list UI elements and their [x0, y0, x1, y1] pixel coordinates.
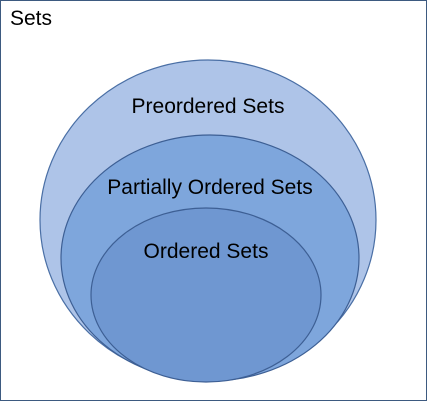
- partially-ordered-sets-label: Partially Ordered Sets: [107, 176, 312, 199]
- preordered-sets-label: Preordered Sets: [132, 95, 285, 118]
- sets-label: Sets: [10, 7, 53, 30]
- ordered-sets-region: [90, 207, 322, 383]
- ordered-sets-label: Ordered Sets: [144, 240, 269, 263]
